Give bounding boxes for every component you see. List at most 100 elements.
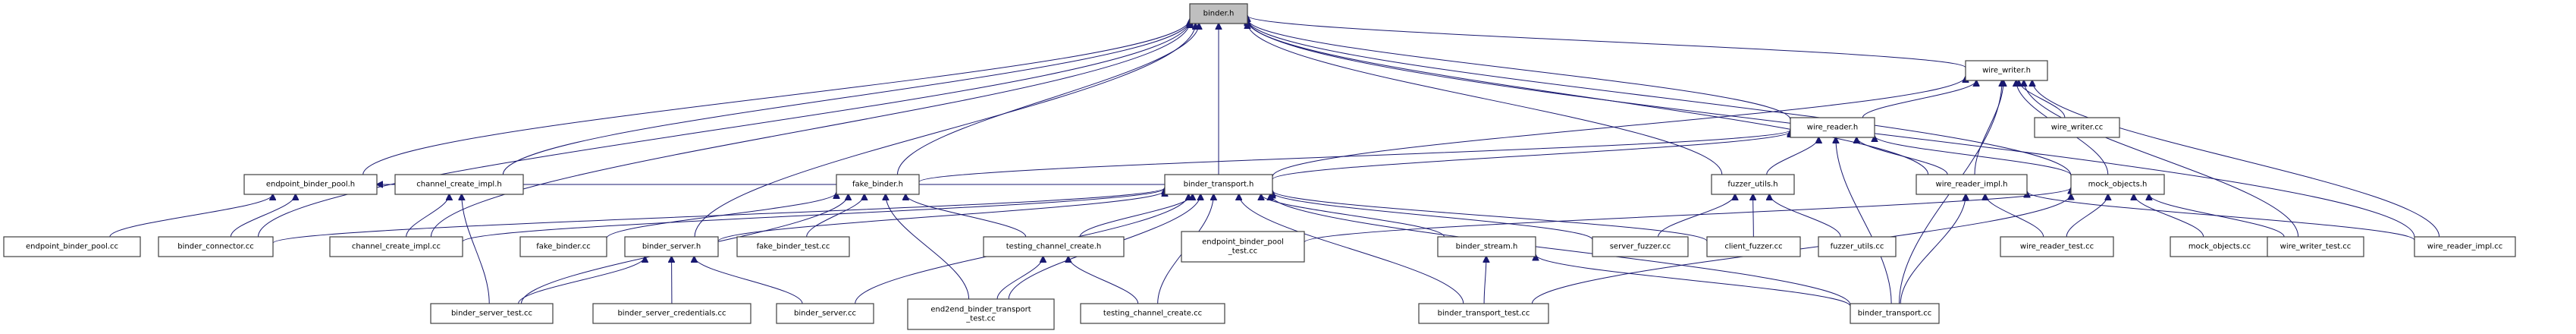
node-binder-transport-h[interactable]: binder_transport.h [1164, 174, 1273, 195]
node-wire-writer-test-cc[interactable]: wire_writer_test.cc [2267, 236, 2364, 257]
edge-wire-reader-impl-h-to-wire-writer-h [1974, 80, 2003, 175]
node-fuzzer-utils-cc[interactable]: fuzzer_utils.cc [1818, 236, 1897, 257]
node-label: endpoint_binder_pool [1202, 238, 1284, 247]
edge-fuzzer-utils-cc-to-fuzzer-utils-h [1769, 194, 1841, 238]
node-label: _test.cc [965, 315, 995, 323]
node-wire-writer-cc[interactable]: wire_writer.cc [2034, 117, 2120, 138]
node-mock-objects-cc[interactable]: mock_objects.cc [2170, 236, 2270, 257]
edge-wire-reader-h-to-wire-writer-h [1862, 80, 1976, 118]
node-box [243, 174, 378, 195]
node-channel-create-impl-h[interactable]: channel_create_impl.h [394, 174, 524, 195]
node-channel-create-impl-cc[interactable]: channel_create_impl.cc [329, 236, 463, 257]
node-box [1916, 174, 2028, 195]
node-box [983, 236, 1125, 257]
node-end2end-binder-transport-test-cc[interactable]: end2end_binder_transport_test.cc [907, 298, 1055, 330]
edge-server-fuzzer-cc-to-binder-transport-h [1272, 192, 1593, 241]
node-label: fake_binder_test.cc [757, 243, 830, 251]
node-label: binder_server.cc [794, 310, 856, 318]
node-testing-channel-create-h[interactable]: testing_channel_create.h [983, 236, 1125, 257]
node-box [1181, 231, 1305, 263]
node-endpoint-binder-pool-h[interactable]: endpoint_binder_pool.h [243, 174, 378, 195]
edge-channel-create-impl-cc-to-channel-create-impl-h [406, 194, 450, 238]
edge-endpoint-binder-pool-cc-to-endpoint-binder-pool-h [109, 194, 273, 238]
edge-binder-transport-h-to-wire-writer-h [1272, 77, 1966, 177]
node-label: fuzzer_utils.h [1727, 181, 1777, 189]
node-box [2267, 236, 2364, 257]
node-binder-stream-h[interactable]: binder_stream.h [1437, 236, 1536, 257]
node-binder-server-credentials-cc[interactable]: binder_server_credentials.cc [592, 303, 751, 324]
node-box [1711, 174, 1795, 195]
node-fuzzer-utils-h[interactable]: fuzzer_utils.h [1711, 174, 1795, 195]
node-binder-server-cc[interactable]: binder_server.cc [776, 303, 874, 324]
node-box [1818, 236, 1897, 257]
node-binder-server-h[interactable]: binder_server.h [624, 236, 719, 257]
edge-binder-connector-cc-to-binder-h [258, 20, 1190, 238]
node-label: testing_channel_create.h [1006, 243, 1102, 251]
node-label: binder_transport_test.cc [1438, 310, 1530, 318]
node-mock-objects-h[interactable]: mock_objects.h [2070, 174, 2165, 195]
edge-channel-create-impl-cc-to-binder-transport-h [462, 188, 1165, 242]
edge-binder-transport-cc-to-binder-stream-h [1536, 255, 1851, 307]
node-wire-reader-h[interactable]: wire_reader.h [1790, 117, 1875, 138]
edge-wire-reader-impl-cc-to-wire-reader-impl-h [2027, 191, 2415, 241]
node-fake-binder-cc[interactable]: fake_binder.cc [519, 236, 607, 257]
node-fake-binder-h[interactable]: fake_binder.h [836, 174, 920, 195]
edge-fuzzer-utils-h-to-binder-h [1247, 23, 1723, 175]
node-server-fuzzer-cc[interactable]: server_fuzzer.cc [1592, 236, 1689, 257]
edge-binder-transport-cc-to-wire-reader-impl-h [1900, 194, 1966, 304]
node-endpoint-binder-pool-test-cc[interactable]: endpoint_binder_pool_test.cc [1181, 231, 1305, 263]
node-wire-reader-test-cc[interactable]: wire_reader_test.cc [2000, 236, 2114, 257]
edge-wire-writer-test-cc-to-mock-objects-h [2149, 194, 2285, 238]
node-wire-reader-impl-h[interactable]: wire_reader_impl.h [1916, 174, 2028, 195]
edge-server-fuzzer-cc-to-fuzzer-utils-h [1658, 194, 1735, 238]
node-label: channel_create_impl.h [416, 181, 501, 189]
node-wire-writer-h[interactable]: wire_writer.h [1965, 60, 2048, 81]
node-binder-connector-cc[interactable]: binder_connector.cc [158, 236, 274, 257]
node-label: binder.h [1203, 10, 1235, 18]
edge-binder-server-cc-to-binder-server-h [694, 257, 803, 304]
edge-mock-objects-h-to-wire-reader-h [1875, 136, 2072, 176]
node-box [1790, 117, 1875, 138]
node-box [3, 236, 141, 257]
edge-binder-transport-test-cc-to-binder-transport-h [1239, 194, 1464, 304]
node-label: _test.cc [1228, 247, 1257, 256]
node-label: fake_binder.cc [536, 243, 591, 251]
node-box [519, 236, 607, 257]
edge-binder-transport-test-cc-to-mock-objects-h [1531, 194, 2071, 304]
node-wire-reader-impl-cc[interactable]: wire_reader_impl.cc [2414, 236, 2516, 257]
edge-binder-server-test-cc-to-channel-create-impl-h [462, 194, 490, 304]
edge-wire-reader-test-cc-to-mock-objects-h [2066, 194, 2108, 238]
node-binder-server-test-cc[interactable]: binder_server_test.cc [430, 303, 554, 324]
edge-channel-create-impl-cc-to-binder-h [430, 22, 1190, 238]
edge-binder-stream-h-to-binder-transport-h [1261, 194, 1445, 238]
node-label: mock_objects.h [2088, 181, 2148, 189]
node-label: testing_channel_create.cc [1103, 310, 1202, 318]
node-endpoint-binder-pool-cc[interactable]: endpoint_binder_pool.cc [3, 236, 141, 257]
node-binder-transport-test-cc[interactable]: binder_transport_test.cc [1418, 303, 1549, 324]
edge-wire-reader-test-cc-to-wire-reader-impl-h [1985, 194, 2044, 238]
edge-binder-transport-cc-to-binder-transport-h [1270, 194, 1851, 305]
node-box [2070, 174, 2165, 195]
edge-fake-binder-h-to-binder-h [896, 24, 1199, 175]
edge-testing-channel-create-h-to-binder-transport-h [1079, 194, 1193, 238]
node-client-fuzzer-cc[interactable]: client_fuzzer.cc [1706, 236, 1801, 257]
node-testing-channel-create-cc[interactable]: testing_channel_create.cc [1080, 303, 1225, 324]
node-label: wire_reader_impl.h [1936, 181, 2008, 189]
node-binder-h[interactable]: binder.h [1189, 3, 1248, 24]
node-box [1965, 60, 2048, 81]
edge-mock-objects-cc-to-mock-objects-h [2134, 194, 2204, 238]
node-fake-binder-test-cc[interactable]: fake_binder_test.cc [736, 236, 850, 257]
edge-binder-transport-cc-to-wire-reader-h [1836, 137, 1892, 304]
node-binder-transport-cc[interactable]: binder_transport.cc [1850, 303, 1940, 324]
edge-wire-reader-impl-h-to-wire-reader-h [1856, 137, 1948, 175]
edge-testing-channel-create-cc-to-testing-channel-create-h [1068, 257, 1139, 304]
node-box [329, 236, 463, 257]
node-label: wire_reader_test.cc [2020, 243, 2094, 251]
node-label: wire_reader.h [1807, 124, 1858, 132]
node-box [1418, 303, 1549, 324]
node-box [1437, 236, 1536, 257]
edge-client-fuzzer-cc-to-fuzzer-utils-h [1753, 194, 1754, 238]
edge-wire-writer-h-to-binder-h [1247, 16, 1966, 68]
node-box [1189, 3, 1248, 24]
node-box [430, 303, 554, 324]
